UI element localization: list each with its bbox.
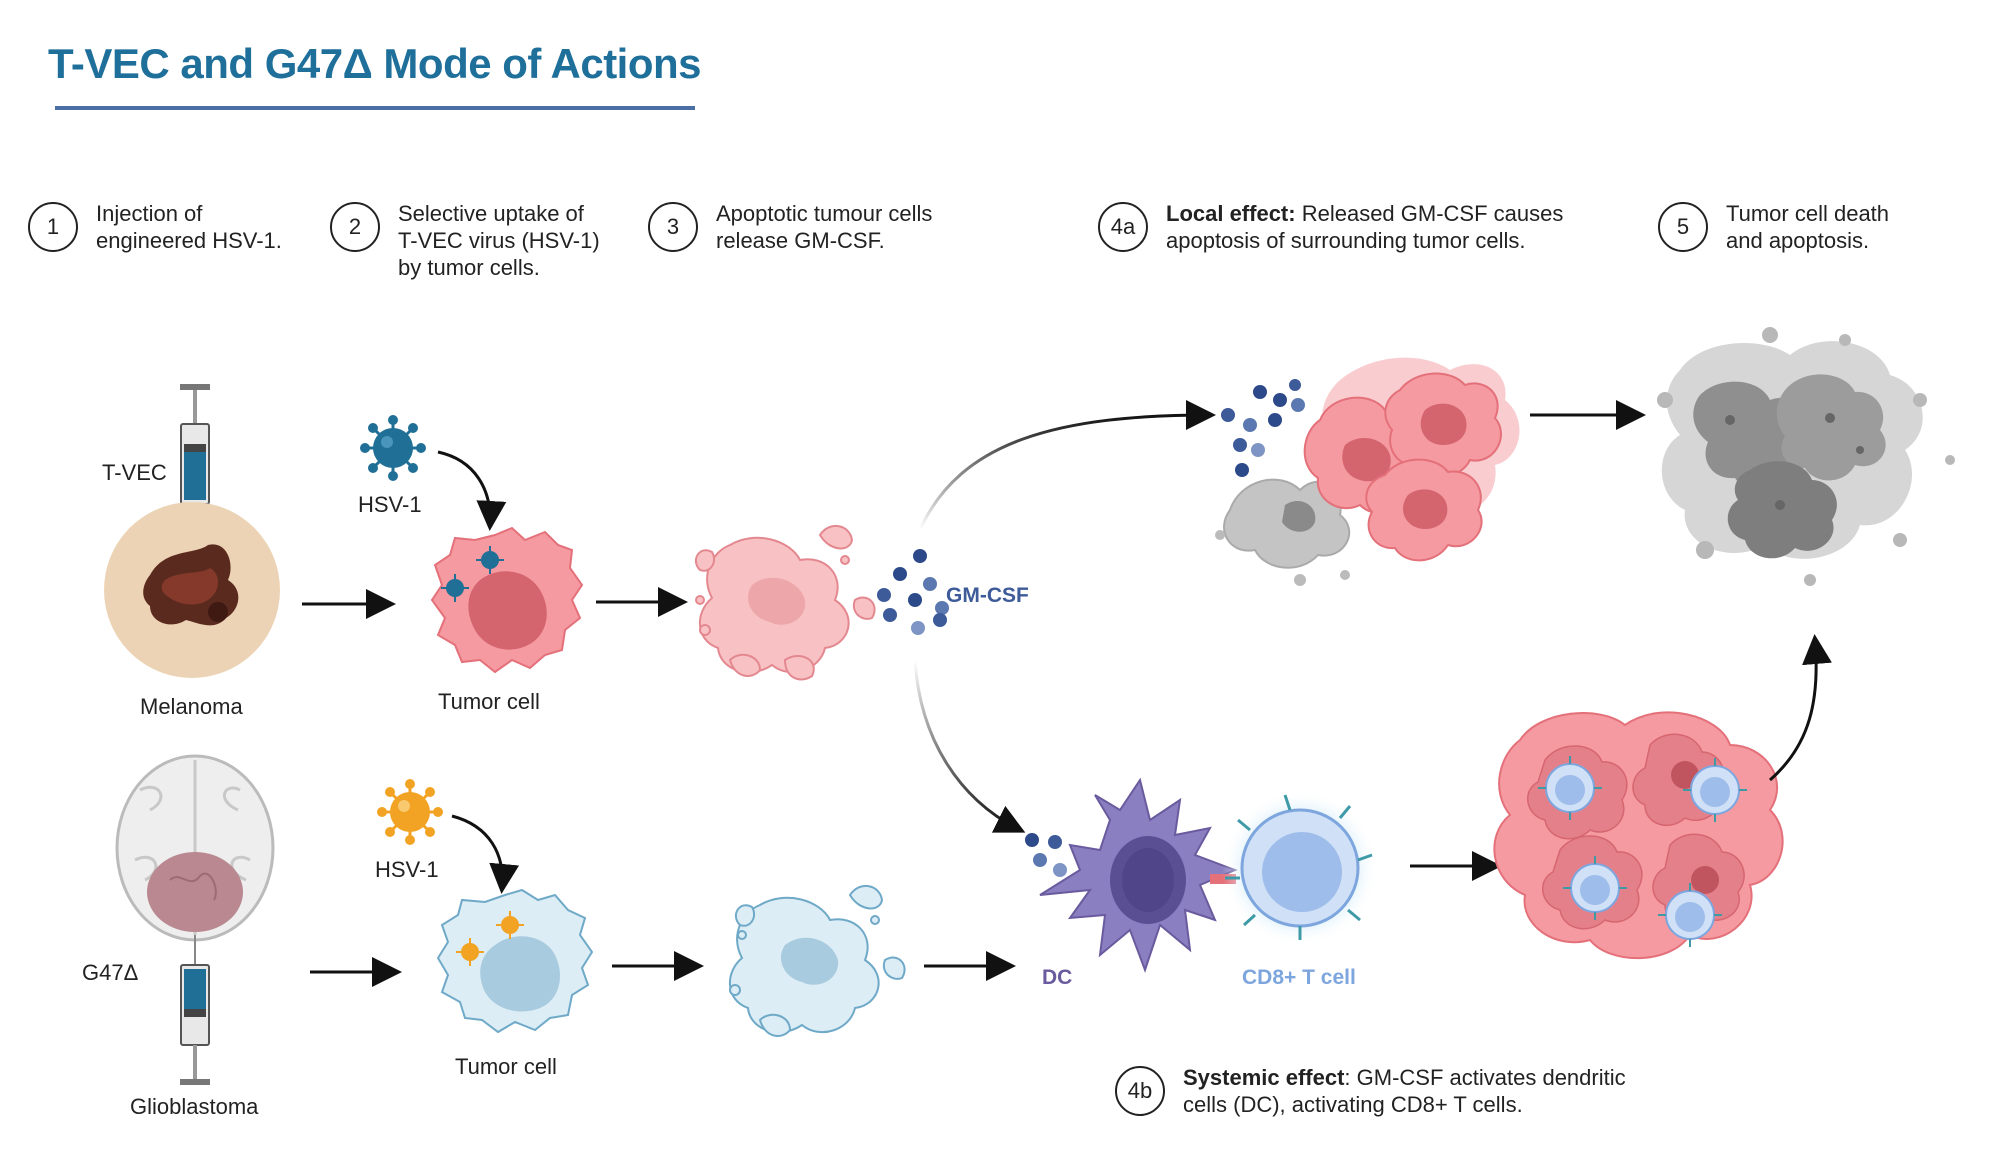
arrow-gmcsf-local (918, 400, 1216, 531)
apoptotic-tumor-cell-bottom (728, 885, 906, 1037)
glioblastoma-label: Glioblastoma (130, 1094, 259, 1119)
dc-label: DC (1042, 966, 1073, 989)
step-4a: 4a Local effect: Released GM-CSF causes … (1098, 200, 1563, 254)
step-2-number: 2 (330, 202, 380, 252)
step-3-number: 3 (648, 202, 698, 252)
step-1: 1 Injection of engineered HSV-1. (28, 201, 282, 254)
step-4a-bold: Local effect: (1166, 201, 1296, 226)
tumor-cluster-local (1215, 357, 1520, 586)
apoptotic-tumor-cell-top (694, 525, 876, 681)
arrow-systemic-to-death (1769, 634, 1832, 782)
title-underline (55, 106, 695, 110)
gmcsf-label: GM-CSF (946, 584, 1029, 607)
tumor-cell-infected-bottom (436, 888, 594, 1034)
step-5-text: Tumor cell death and apoptosis. (1726, 201, 1890, 253)
brain-glioblastoma (115, 754, 275, 942)
arrow-gmcsf-systemic (913, 659, 1026, 833)
dendritic-cell (1039, 777, 1238, 973)
g47-syringe (180, 935, 210, 1085)
g47-label: G47Δ (82, 960, 139, 985)
hsv-virus-orange (377, 779, 443, 845)
hsv-virus-teal (360, 415, 426, 481)
hsv-label-top: HSV-1 (358, 492, 422, 517)
step-4b: 4b Systemic effect: GM-CSF activates den… (1115, 1064, 1626, 1118)
step-1-text: Injection of engineered HSV-1. (96, 201, 282, 253)
step-5-number: 5 (1658, 202, 1708, 252)
step-4a-number: 4a (1098, 202, 1148, 252)
arrow-virus-to-tumor-top (437, 450, 507, 531)
step-4a-rest: Released GM-CSF causes apoptosis of surr… (1166, 201, 1564, 253)
step-5: 5 Tumor cell death and apoptosis. (1658, 201, 1890, 254)
step-2: 2 Selective uptake of T-VEC virus (HSV-1… (330, 201, 600, 281)
melanoma-label: Melanoma (140, 694, 243, 719)
gmcsf-particles-systemic (1025, 833, 1067, 877)
dead-tumor-cluster (1657, 327, 1955, 586)
step-2-text: Selective uptake of T-VEC virus (HSV-1) … (398, 201, 600, 280)
step-4b-text: Systemic effect: GM-CSF activates dendri… (1183, 1064, 1626, 1118)
hsv-label-bottom: HSV-1 (375, 857, 439, 882)
step-3-text: Apoptotic tumour cells release GM-CSF. (716, 201, 933, 253)
tumor-cell-infected-top (430, 526, 584, 674)
tumor-cell-label-top: Tumor cell (438, 689, 540, 714)
step-1-number: 1 (28, 202, 78, 252)
melanoma-lesion (104, 502, 280, 678)
step-3: 3 Apoptotic tumour cells release GM-CSF. (648, 201, 933, 254)
gmcsf-particles (877, 549, 949, 635)
page-title: T-VEC and G47Δ Mode of Actions (48, 40, 702, 87)
cd8-t-cell (1222, 790, 1378, 946)
tumor-cell-label-bottom: Tumor cell (455, 1054, 557, 1079)
tvec-label: T-VEC (102, 460, 167, 485)
step-4b-number: 4b (1115, 1066, 1165, 1116)
gmcsf-particles-local (1221, 379, 1305, 477)
step-4a-text: Local effect: Released GM-CSF causes apo… (1166, 200, 1563, 254)
tvec-syringe (180, 384, 210, 540)
step-4b-rest: : GM-CSF activates dendritic cells (DC),… (1183, 1065, 1626, 1117)
tumor-cluster-with-tcells (1493, 711, 1784, 960)
arrow-virus-to-tumor-bottom (451, 814, 520, 894)
cd8-label: CD8+ T cell (1242, 966, 1356, 989)
step-4b-bold: Systemic effect (1183, 1065, 1345, 1090)
